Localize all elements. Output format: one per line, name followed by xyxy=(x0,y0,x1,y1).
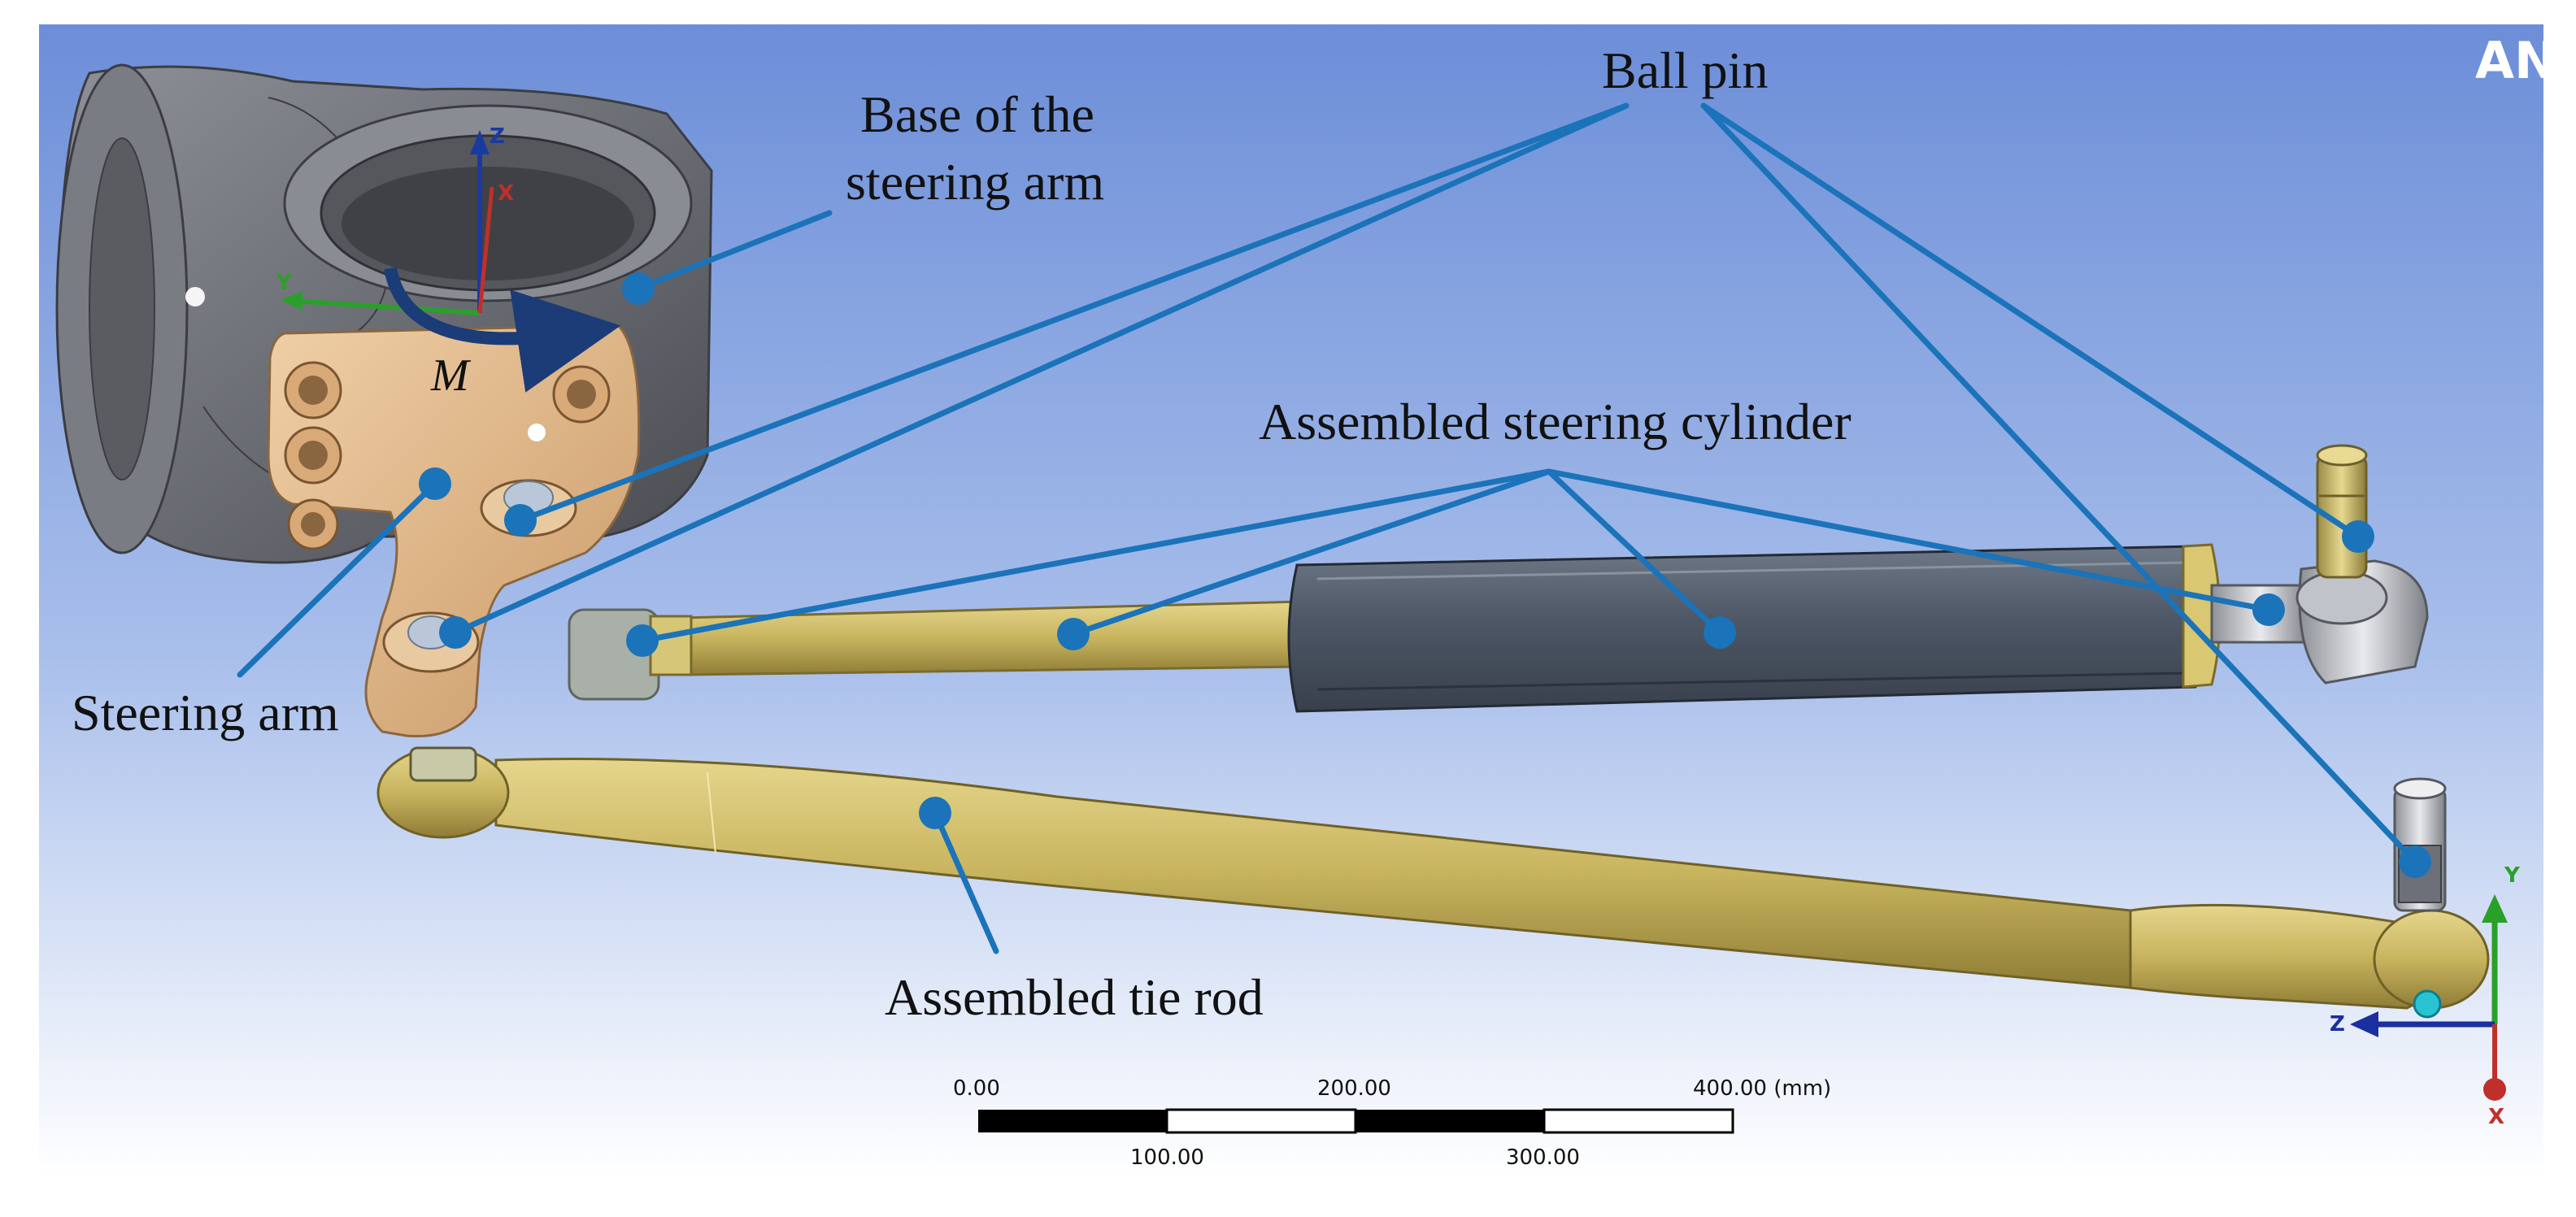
leader-ball-pin-1 xyxy=(517,102,1630,524)
leader-cylinder-1 xyxy=(639,468,1552,644)
label-ball-pin: Ball pin xyxy=(1602,41,1768,99)
local-axis-x-label: X xyxy=(498,181,514,206)
leader-base xyxy=(635,210,833,292)
ansys-brand-text: AN xyxy=(2475,31,2556,90)
moment-arrow xyxy=(384,267,621,393)
leader-ball-pin-3 xyxy=(1700,102,2361,540)
label-tie-rod: Assembled tie rod xyxy=(885,968,1264,1026)
scale-tick-100: 100.00 xyxy=(1130,1145,1204,1170)
moment-label: M xyxy=(430,350,472,401)
leader-cylinder-3 xyxy=(1546,468,1723,636)
leader-ball-pin-2 xyxy=(452,102,1630,636)
global-axis-y-label: Y xyxy=(2504,863,2521,888)
scale-tick-400: 400.00 (mm) xyxy=(1693,1076,1831,1101)
label-base-line1: Base of the xyxy=(860,85,1094,143)
scale-tick-0: 0.00 xyxy=(953,1076,1000,1101)
global-axis-z-label: Z xyxy=(2330,1012,2345,1037)
label-base-line2: steering arm xyxy=(846,153,1104,211)
label-steering-cylinder: Assembled steering cylinder xyxy=(1259,393,1852,450)
leader-cylinder-2 xyxy=(1070,468,1552,637)
scale-tick-300: 300.00 xyxy=(1506,1145,1580,1170)
global-axis-x-label: X xyxy=(2488,1105,2504,1129)
global-coordinate-triad: Y Z X xyxy=(2330,863,2521,1129)
scale-bar: 0.00 200.00 400.00 (mm) 100.00 300.00 xyxy=(953,1076,1831,1170)
scale-tick-200: 200.00 xyxy=(1317,1076,1391,1101)
tie-rod xyxy=(376,746,2490,1019)
local-axis-y-label: Y xyxy=(276,271,293,295)
leader-steering-arm xyxy=(237,480,438,678)
leader-lines xyxy=(237,102,2418,954)
leader-dots xyxy=(419,272,2431,878)
label-steering-arm: Steering arm xyxy=(72,684,339,741)
leader-cylinder-4 xyxy=(1546,468,2272,613)
local-axis-z-label: Z xyxy=(490,124,505,149)
leader-tie-rod xyxy=(932,810,999,954)
leader-ball-pin-4 xyxy=(1700,102,2418,865)
local-coordinate-triad: Z Y X xyxy=(276,124,514,315)
